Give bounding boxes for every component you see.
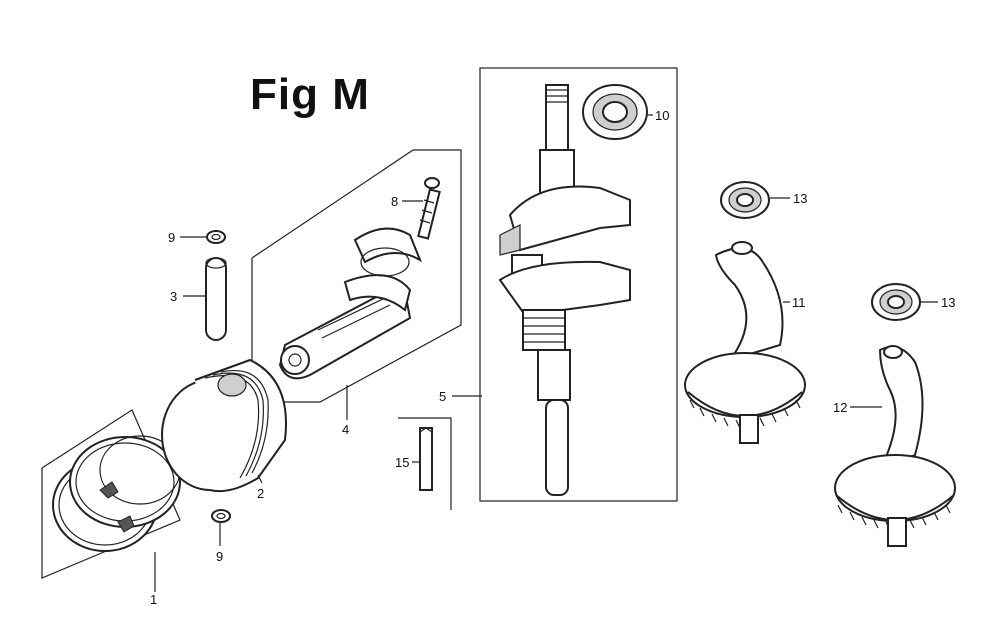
piston-ring-group-box (41, 409, 181, 579)
balancer-bearing-lower (871, 283, 921, 321)
pin-clip-upper (206, 230, 226, 244)
callout-2: 2 (257, 486, 264, 501)
crankshaft-group-box (479, 67, 678, 502)
callout-13-lower: 13 (941, 295, 955, 310)
piston (161, 358, 287, 493)
balancer-weight-a (684, 241, 806, 444)
piston-pin (205, 257, 227, 341)
callout-12: 12 (833, 400, 847, 415)
callout-9-lower: 9 (216, 549, 223, 564)
connecting-rod (278, 227, 423, 380)
balancer-bearing-upper (720, 181, 770, 219)
crankshaft-bearing (582, 84, 648, 140)
key-group-bracket (398, 417, 452, 510)
balancer-weight-b (834, 345, 956, 547)
figure-title: Fig M (250, 70, 370, 119)
callout-9-upper: 9 (168, 230, 175, 245)
pin-clip-lower (211, 509, 231, 523)
callout-13-upper: 13 (793, 191, 807, 206)
callout-4: 4 (342, 422, 349, 437)
callout-10: 10 (655, 108, 669, 123)
piston-rings (52, 435, 181, 552)
callout-15: 15 (395, 455, 409, 470)
callout-3: 3 (170, 289, 177, 304)
callout-1: 1 (150, 592, 157, 607)
callout-5: 5 (439, 389, 446, 404)
callout-11: 11 (792, 295, 806, 310)
callout-8: 8 (391, 194, 398, 209)
crankshaft (498, 84, 631, 496)
rod-bolt (417, 177, 441, 240)
woodruff-key (419, 427, 433, 491)
